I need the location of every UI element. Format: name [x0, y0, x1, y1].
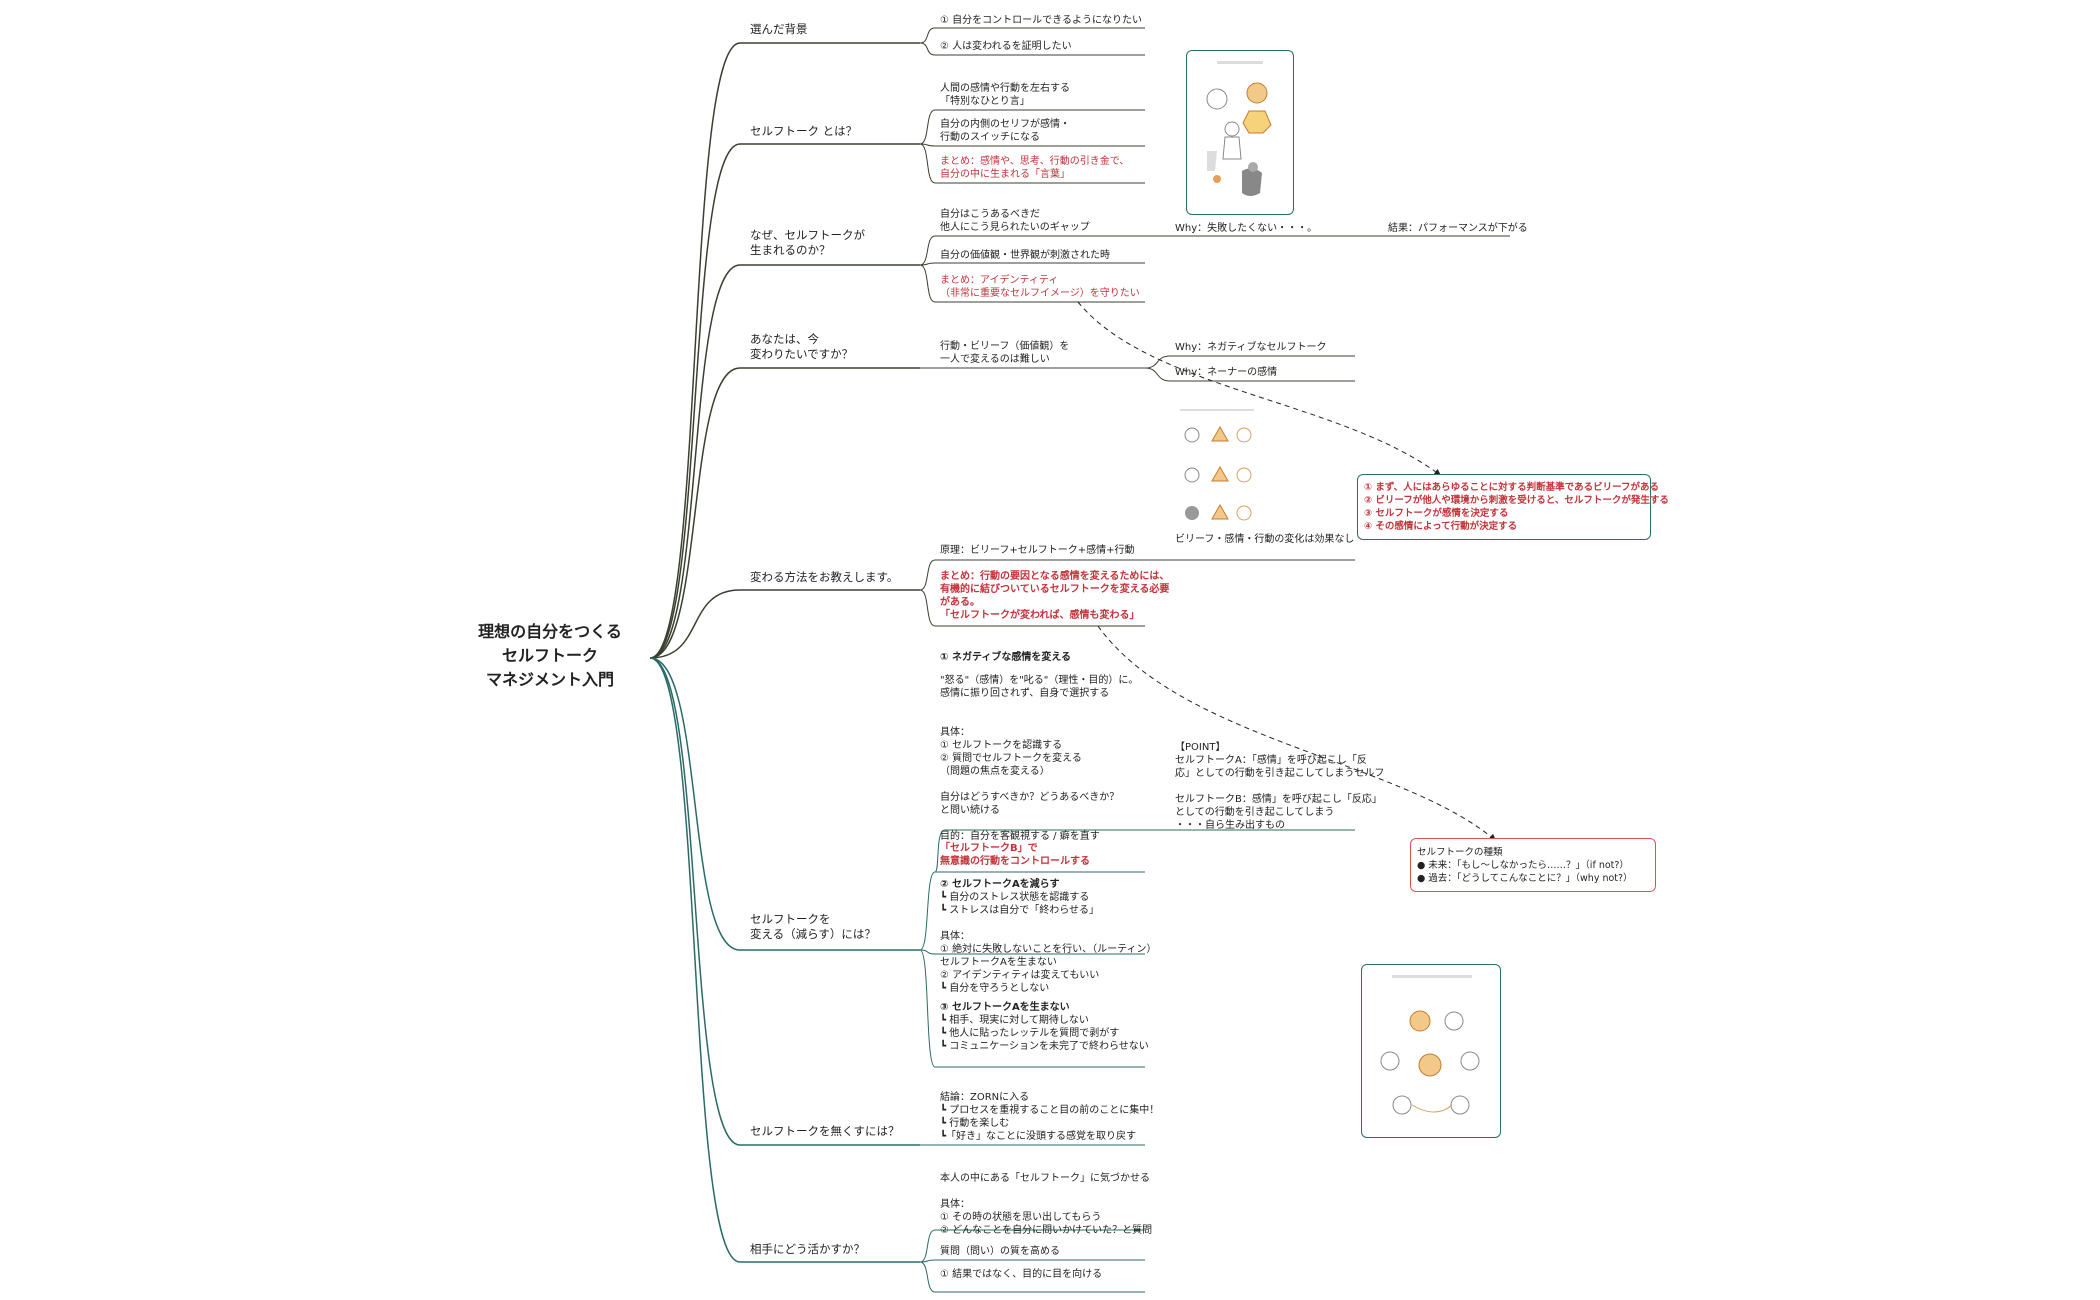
note-why-gap[interactable]: 自分はこうあるべきだ 他人にこう見られたいのギャップ: [940, 209, 1090, 233]
note-selftalk-2[interactable]: 自分の内側のセリフが感情・ 行動のスイッチになる: [940, 119, 1070, 143]
note-reduce-1-selftalk-b[interactable]: 「セルフトークB」で 無意識の行動をコントロールする: [940, 843, 1090, 867]
note-method-principle[interactable]: 原理：ビリーフ+セルフトーク+感情+行動: [940, 545, 1135, 556]
selftalk-types-text: セルフトークの種類 ● 未来：「もし〜しなかったら……？」（if not?） ●…: [1417, 847, 1633, 884]
topic-apply-to-others[interactable]: 相手にどう活かすか？: [750, 1242, 865, 1256]
note-point[interactable]: 【POINT】 セルフトークA：「感情」を呼び起こし「反 応」としての行動を引き…: [1175, 742, 1385, 831]
process-summary-text: ① まず、人にはあらゆることに対する判断基準であるビリーフがある ② ビリーフが…: [1364, 482, 1669, 532]
note-why-summary[interactable]: まとめ：アイデンティティ （非常に重要なセルフイメージ）を守りたい: [940, 275, 1140, 299]
image-card-belief[interactable]: [1180, 405, 1260, 530]
branch-line-why: [649, 264, 920, 659]
note-selftalk-1[interactable]: 人間の感情や行動を左右する 「特別なひとり言」: [940, 83, 1070, 107]
central-topic[interactable]: 理想の自分をつくる セルフトーク マネジメント入門: [478, 622, 622, 689]
note-background-2[interactable]: ② 人は変われるを証明したい: [940, 41, 1072, 52]
selftalk-types-box[interactable]: セルフトークの種類 ● 未来：「もし〜しなかったら……？」（if not?） ●…: [1410, 838, 1656, 892]
topic-background[interactable]: 選んだ背景: [750, 22, 808, 36]
note-change-negative[interactable]: Why：ネガティブなセルフトーク: [1175, 342, 1327, 353]
image-card-selftalk[interactable]: [1186, 50, 1294, 215]
relation-arrow-identity: [1077, 301, 1442, 476]
topic-want-to-change[interactable]: あなたは、今 変わりたいですか？: [750, 332, 854, 361]
topic-how-to-change[interactable]: 変わる方法をお教えします。: [750, 570, 899, 584]
note-apply-2[interactable]: 質問（問い）の質を高める: [940, 1246, 1060, 1257]
note-apply-1[interactable]: 本人の中にある「セルフトーク」に気づかせる 具体： ① その時の状態を思い出して…: [940, 1173, 1153, 1236]
note-remove[interactable]: 結論：ZORNに入る ┗ プロセスを重視すること目の前のことに集中！ ┗ 行動を…: [940, 1092, 1160, 1142]
note-apply-3[interactable]: ① 結果ではなく、目的に目を向ける: [940, 1269, 1103, 1280]
note-reduce-2-heading[interactable]: ② セルフトークAを減らす: [940, 879, 1060, 890]
illustration-selftalk-icon: [1206, 61, 1272, 196]
branch-line-method: [649, 589, 920, 659]
note-method-summary[interactable]: まとめ：行動の要因となる感情を変えるためには、 有機的に結びついているセルフトー…: [940, 571, 1170, 621]
branch-line-reduce: [649, 657, 920, 951]
topic-why-selftalk[interactable]: なぜ、セルフトークが 生まれるのか？: [750, 228, 865, 257]
branch-line-apply: [649, 657, 920, 1263]
note-selftalk-summary[interactable]: まとめ：感情や、思考、行動の引き金で、 自分の中に生まれる「言葉」: [940, 156, 1130, 180]
branch-line-selftalk: [649, 143, 920, 659]
note-background-1[interactable]: ① 自分をコントロールできるようになりたい: [940, 15, 1142, 26]
topic-reduce-selftalk[interactable]: セルフトークを 変える（減らす）には？: [750, 912, 876, 941]
note-change-emotion[interactable]: Why：ネーナーの感情: [1175, 367, 1278, 378]
note-reduce-3-body[interactable]: ┗ 相手、現実に対して期待しない ┗ 他人に貼ったレッテルを質問で剥がす ┗ コ…: [940, 1015, 1149, 1052]
illustration-belief-icon: [1180, 409, 1254, 521]
branch-line-remove: [649, 657, 920, 1146]
note-belief-caption[interactable]: ビリーフ・感情・行動の変化は効果なし: [1175, 534, 1355, 545]
illustration-identity-icon: [1380, 975, 1480, 1115]
note-reduce-1-heading[interactable]: ① ネガティブな感情を変える: [940, 652, 1072, 663]
note-why-values[interactable]: 自分の価値観・世界観が刺激された時: [940, 250, 1110, 261]
topic-what-is-selftalk[interactable]: セルフトーク とは？: [750, 124, 858, 138]
note-why-fear[interactable]: Why：失敗したくない・・・。: [1175, 223, 1318, 234]
topic-remove-selftalk[interactable]: セルフトークを無くすには？: [750, 1124, 900, 1138]
note-reduce-2-body[interactable]: ┗ 自分のストレス状態を認識する ┗ ストレスは自分で「終わらせる」 具体： ①…: [940, 892, 1157, 994]
note-why-result[interactable]: 結果：パフォーマンスが下がる: [1388, 223, 1528, 234]
note-reduce-1-body[interactable]: "怒る"（感情）を"叱る"（理性・目的）に。 感情に振り回されず、自身で選択する…: [940, 675, 1139, 842]
process-summary-box[interactable]: ① まず、人にはあらゆることに対する判断基準であるビリーフがある ② ビリーフが…: [1357, 474, 1669, 540]
image-card-identity[interactable]: [1361, 964, 1501, 1138]
branch-line-background: [649, 42, 920, 659]
note-change-hard[interactable]: 行動・ビリーフ（価値観）を 一人で変えるのは難しい: [940, 341, 1070, 365]
note-reduce-3-heading[interactable]: ③ セルフトークAを生まない: [940, 1002, 1070, 1013]
branch-line-change: [649, 367, 920, 659]
